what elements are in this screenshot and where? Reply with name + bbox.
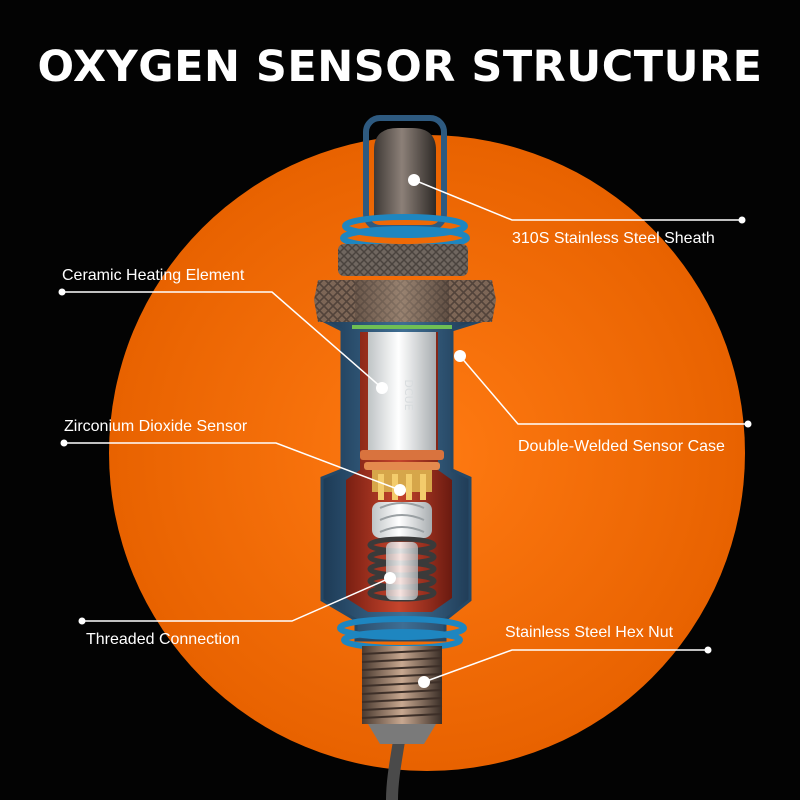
insulator-lower <box>386 542 418 600</box>
copper-band-lower <box>364 462 440 470</box>
knurled-collar <box>338 244 468 276</box>
callout-line-threaded <box>82 577 391 622</box>
callout-line-zirconium <box>64 442 401 491</box>
base-ring-top <box>337 616 467 640</box>
zirconium-sensor-core <box>372 470 432 492</box>
sensor-tip <box>368 724 436 744</box>
callout-line-hex-nut <box>423 649 708 683</box>
label-ceramic-heating-element: Ceramic Heating Element <box>62 267 245 284</box>
page-title: OXYGEN SENSOR STRUCTURE <box>37 42 763 92</box>
callout-line-sheath <box>413 179 742 221</box>
callout-line-case <box>459 355 748 425</box>
stainless-sheath-cap <box>374 128 436 220</box>
label-zirconium-sensor: Zirconium Dioxide Sensor <box>64 418 248 435</box>
contact-pin-3 <box>406 474 412 500</box>
green-seal-stripe <box>352 325 452 329</box>
hex-nut-highlight <box>355 280 449 322</box>
label-sensor-case: Double-Welded Sensor Case <box>518 438 725 455</box>
sensor-cable <box>386 734 406 800</box>
callout-lines <box>62 179 748 683</box>
contact-pin-1 <box>378 474 384 500</box>
contact-pin-4 <box>420 474 426 500</box>
callout-line-ceramic <box>62 291 383 389</box>
thread-lines <box>361 649 443 719</box>
label-sheath: 310S Stainless Steel Sheath <box>512 230 715 247</box>
sheath-ring-top <box>342 214 468 238</box>
label-threaded-connection: Threaded Connection <box>86 631 240 648</box>
callout-dots <box>58 174 752 688</box>
insulator-grooves <box>379 502 425 533</box>
ceramic-engraving-mark: DCUE <box>402 379 415 410</box>
label-hex-nut: Stainless Steel Hex Nut <box>505 624 674 641</box>
copper-band-upper <box>360 450 444 460</box>
